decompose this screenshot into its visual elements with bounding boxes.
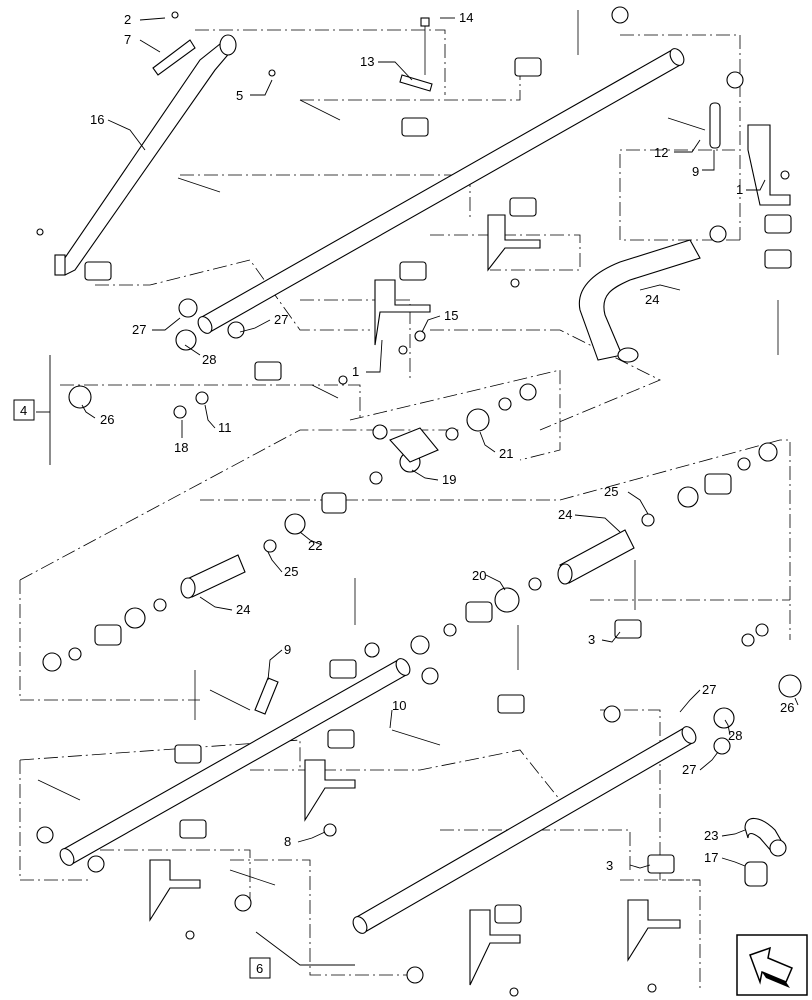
bolts [37,10,779,886]
callout-15: 15 [444,308,458,323]
callout-25-left: 25 [284,564,298,579]
assembly-guide-lines [19,29,791,990]
callout-27-right: 27 [274,312,288,327]
callout-2: 2 [124,12,131,27]
callout-20: 20 [472,568,486,583]
hex-nut [744,861,768,887]
elbow-fitting [744,817,787,857]
callout-27-lower-top: 27 [702,682,716,697]
callout-11: 11 [218,420,232,435]
callout-23: 23 [704,828,718,843]
callout-17: 17 [704,850,718,865]
callout-7: 7 [124,32,131,47]
lower-main-tube [352,726,697,934]
callout-28-upper: 28 [202,352,216,367]
callout-18: 18 [174,440,188,455]
boxed-ref-6[interactable]: 6 [249,957,271,979]
callout-25-right: 25 [604,484,618,499]
support-arm [54,34,237,276]
callout-9-upper: 9 [692,164,699,179]
callout-labels: 2 7 5 16 14 13 12 9 1 24 27 27 28 15 1 2… [90,10,794,873]
callout-16: 16 [90,112,104,127]
hose-sections [180,529,635,599]
callout-22: 22 [308,538,322,553]
callout-26-right: 26 [780,700,794,715]
callout-14: 14 [459,10,473,25]
callout-21: 21 [499,446,513,461]
callout-8: 8 [284,834,291,849]
callout-3-lower: 3 [606,858,613,873]
callout-1-upper: 1 [736,182,743,197]
leader-lines [36,17,799,966]
upper-main-tube [197,48,685,334]
callout-10: 10 [392,698,406,713]
boxed-ref-4-label: 4 [20,403,27,418]
fittings [36,6,802,997]
boxed-ref-4[interactable]: 4 [13,399,35,421]
callout-13: 13 [360,54,374,69]
callout-1-middle: 1 [352,364,359,379]
callout-5: 5 [236,88,243,103]
clamp-halves [84,57,792,924]
callout-19: 19 [442,472,456,487]
callout-27-left: 27 [132,322,146,337]
bent-hose [578,239,701,363]
next-page-arrow-icon[interactable] [736,934,808,996]
callout-24-left: 24 [236,602,250,617]
mounting-brackets [149,124,791,986]
callout-26-left: 26 [100,412,114,427]
callout-12: 12 [654,145,668,160]
callout-24-right: 24 [558,507,572,522]
boxed-ref-6-label: 6 [256,961,263,976]
plates [152,39,721,715]
middle-main-tube [59,658,411,866]
callout-28-lower: 28 [728,728,742,743]
callout-9-lower: 9 [284,642,291,657]
callout-24-upper: 24 [645,292,659,307]
callout-27-lower-bottom: 27 [682,762,696,777]
callout-3-upper: 3 [588,632,595,647]
